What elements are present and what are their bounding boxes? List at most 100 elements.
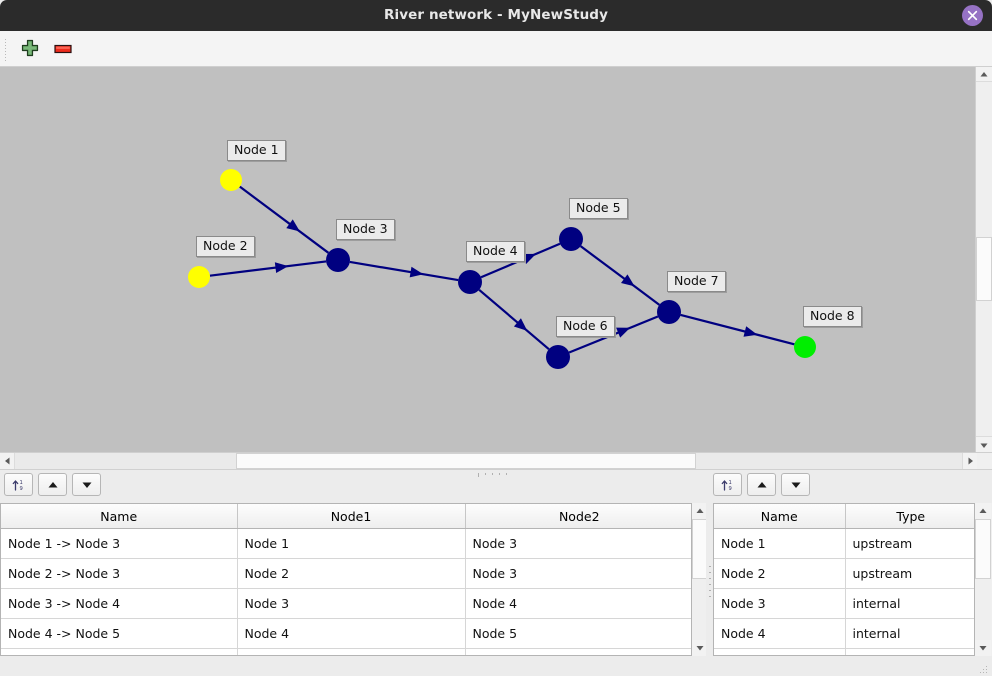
reaches-cell[interactable]: Node 3 -> Node 4 [1, 588, 238, 619]
sort-arrow-icon: 1 9 [12, 480, 22, 492]
nodes-col-type[interactable]: Type [845, 504, 974, 529]
reaches-vertical-scrollbar[interactable] [692, 503, 709, 656]
graph-node-node-4[interactable] [458, 270, 482, 294]
edge-Node4-to-Node6[interactable] [478, 288, 550, 351]
reaches-cell[interactable]: Node 2 -> Node 3 [1, 558, 238, 589]
graph-node-node-6[interactable] [546, 345, 570, 369]
node-label-node-8[interactable]: Node 8 [803, 306, 862, 327]
reaches-move-down-button[interactable] [72, 473, 101, 496]
nodes-vscroll-thumb[interactable] [975, 519, 991, 579]
reaches-cell[interactable]: Node 4 -> Node 5 [1, 618, 238, 649]
reaches-col-node2[interactable]: Node2 [465, 504, 691, 529]
reaches-cell[interactable]: Node 1 -> Node 3 [1, 528, 238, 559]
reaches-cell[interactable] [237, 648, 466, 655]
toolbar-drag-handle[interactable] [3, 37, 8, 61]
scroll-right-arrow-icon[interactable] [962, 453, 977, 469]
reaches-sort-button[interactable]: 1 9 [4, 473, 33, 496]
reaches-col-node1[interactable]: Node1 [237, 504, 466, 529]
svg-text:9: 9 [19, 486, 22, 492]
edge-Node7-to-Node8[interactable] [680, 313, 795, 346]
scroll-left-arrow-icon[interactable] [0, 453, 15, 469]
nodes-scroll-up-arrow-icon[interactable] [975, 503, 991, 519]
vsplitter-grip-dots [709, 566, 711, 600]
nodes-cell[interactable]: Node 4 [714, 618, 846, 649]
node-label-node-3[interactable]: Node 3 [336, 219, 395, 240]
node-label-node-2[interactable]: Node 2 [196, 236, 255, 257]
graph-node-node-7[interactable] [657, 300, 681, 324]
graph-vertical-scrollbar[interactable] [975, 67, 992, 452]
reaches-cell[interactable]: Node 3 [237, 588, 466, 619]
svg-text:1: 1 [19, 480, 22, 486]
reaches-table-row[interactable] [1, 648, 691, 655]
graph-horizontal-scrollbar[interactable] [0, 452, 992, 469]
reaches-scroll-up-arrow-icon[interactable] [692, 503, 708, 519]
nodes-table-row[interactable] [714, 648, 974, 655]
node-label-node-4[interactable]: Node 4 [466, 241, 525, 262]
reaches-cell[interactable]: Node 3 [465, 558, 691, 589]
graph-node-node-5[interactable] [559, 227, 583, 251]
nodes-cell[interactable]: internal [845, 588, 974, 619]
edge-arrowhead-icon [513, 318, 528, 331]
delete-minus-icon[interactable] [54, 41, 72, 60]
graph-vscroll-thumb[interactable] [976, 237, 992, 301]
nodes-col-name[interactable]: Name [714, 504, 846, 529]
river-network-graph-canvas[interactable]: Node 1 Node 2 Node 3 Node 4 Node 5 Node 6 Node… [0, 67, 992, 452]
nodes-cell[interactable]: Node 3 [714, 588, 846, 619]
triangle-down-icon [791, 482, 800, 488]
nodes-cell[interactable] [845, 648, 974, 655]
edge-Node3-to-Node4[interactable] [349, 260, 459, 282]
graph-node-node-1[interactable] [220, 169, 242, 191]
edge-Node2-to-Node3[interactable] [209, 260, 327, 277]
reaches-cell[interactable]: Node 2 [237, 558, 466, 589]
add-plus-icon[interactable] [21, 39, 39, 61]
reaches-cell[interactable] [465, 648, 691, 655]
reaches-scroll-down-arrow-icon[interactable] [692, 640, 708, 656]
nodes-cell[interactable]: upstream [845, 528, 974, 559]
reaches-cell[interactable]: Node 4 [237, 618, 466, 649]
horizontal-splitter[interactable] [0, 469, 992, 478]
reaches-cell[interactable] [1, 648, 238, 655]
node-label-node-5[interactable]: Node 5 [569, 198, 628, 219]
nodes-vertical-scrollbar[interactable] [975, 503, 992, 656]
reaches-cell[interactable]: Node 5 [465, 618, 691, 649]
sort-arrow-icon: 1 9 [721, 480, 731, 492]
scroll-down-arrow-icon[interactable] [976, 436, 992, 452]
vertical-splitter[interactable] [706, 503, 713, 663]
node-label-node-7[interactable]: Node 7 [667, 271, 726, 292]
edge-Node1-to-Node3[interactable] [239, 185, 330, 254]
nodes-move-down-button[interactable] [781, 473, 810, 496]
graph-node-node-8[interactable] [794, 336, 816, 358]
edge-Node5-to-Node7[interactable] [579, 245, 661, 306]
node-label-node-6[interactable]: Node 6 [556, 316, 615, 337]
reaches-cell[interactable]: Node 4 [465, 588, 691, 619]
graph-hscroll-thumb[interactable] [236, 453, 696, 469]
reaches-cell[interactable]: Node 1 [237, 528, 466, 559]
resize-grip[interactable] [980, 665, 988, 673]
nodes-cell[interactable]: internal [845, 618, 974, 649]
nodes-move-up-button[interactable] [747, 473, 776, 496]
reaches-cell[interactable]: Node 3 [465, 528, 691, 559]
nodes-cell[interactable] [714, 648, 846, 655]
nodes-scroll-down-arrow-icon[interactable] [975, 640, 991, 656]
graph-node-node-2[interactable] [188, 266, 210, 288]
reaches-move-up-button[interactable] [38, 473, 67, 496]
reaches-col-name[interactable]: Name [1, 504, 238, 529]
node-label-node-1[interactable]: Node 1 [227, 140, 286, 161]
graph-node-node-3[interactable] [326, 248, 350, 272]
nodes-sort-button[interactable]: 1 9 [713, 473, 742, 496]
nodes-cell[interactable]: upstream [845, 558, 974, 589]
nodes-cell[interactable]: Node 1 [714, 528, 846, 559]
close-icon[interactable] [962, 5, 983, 26]
nodes-cell[interactable]: Node 2 [714, 558, 846, 589]
scroll-up-arrow-icon[interactable] [976, 67, 992, 82]
